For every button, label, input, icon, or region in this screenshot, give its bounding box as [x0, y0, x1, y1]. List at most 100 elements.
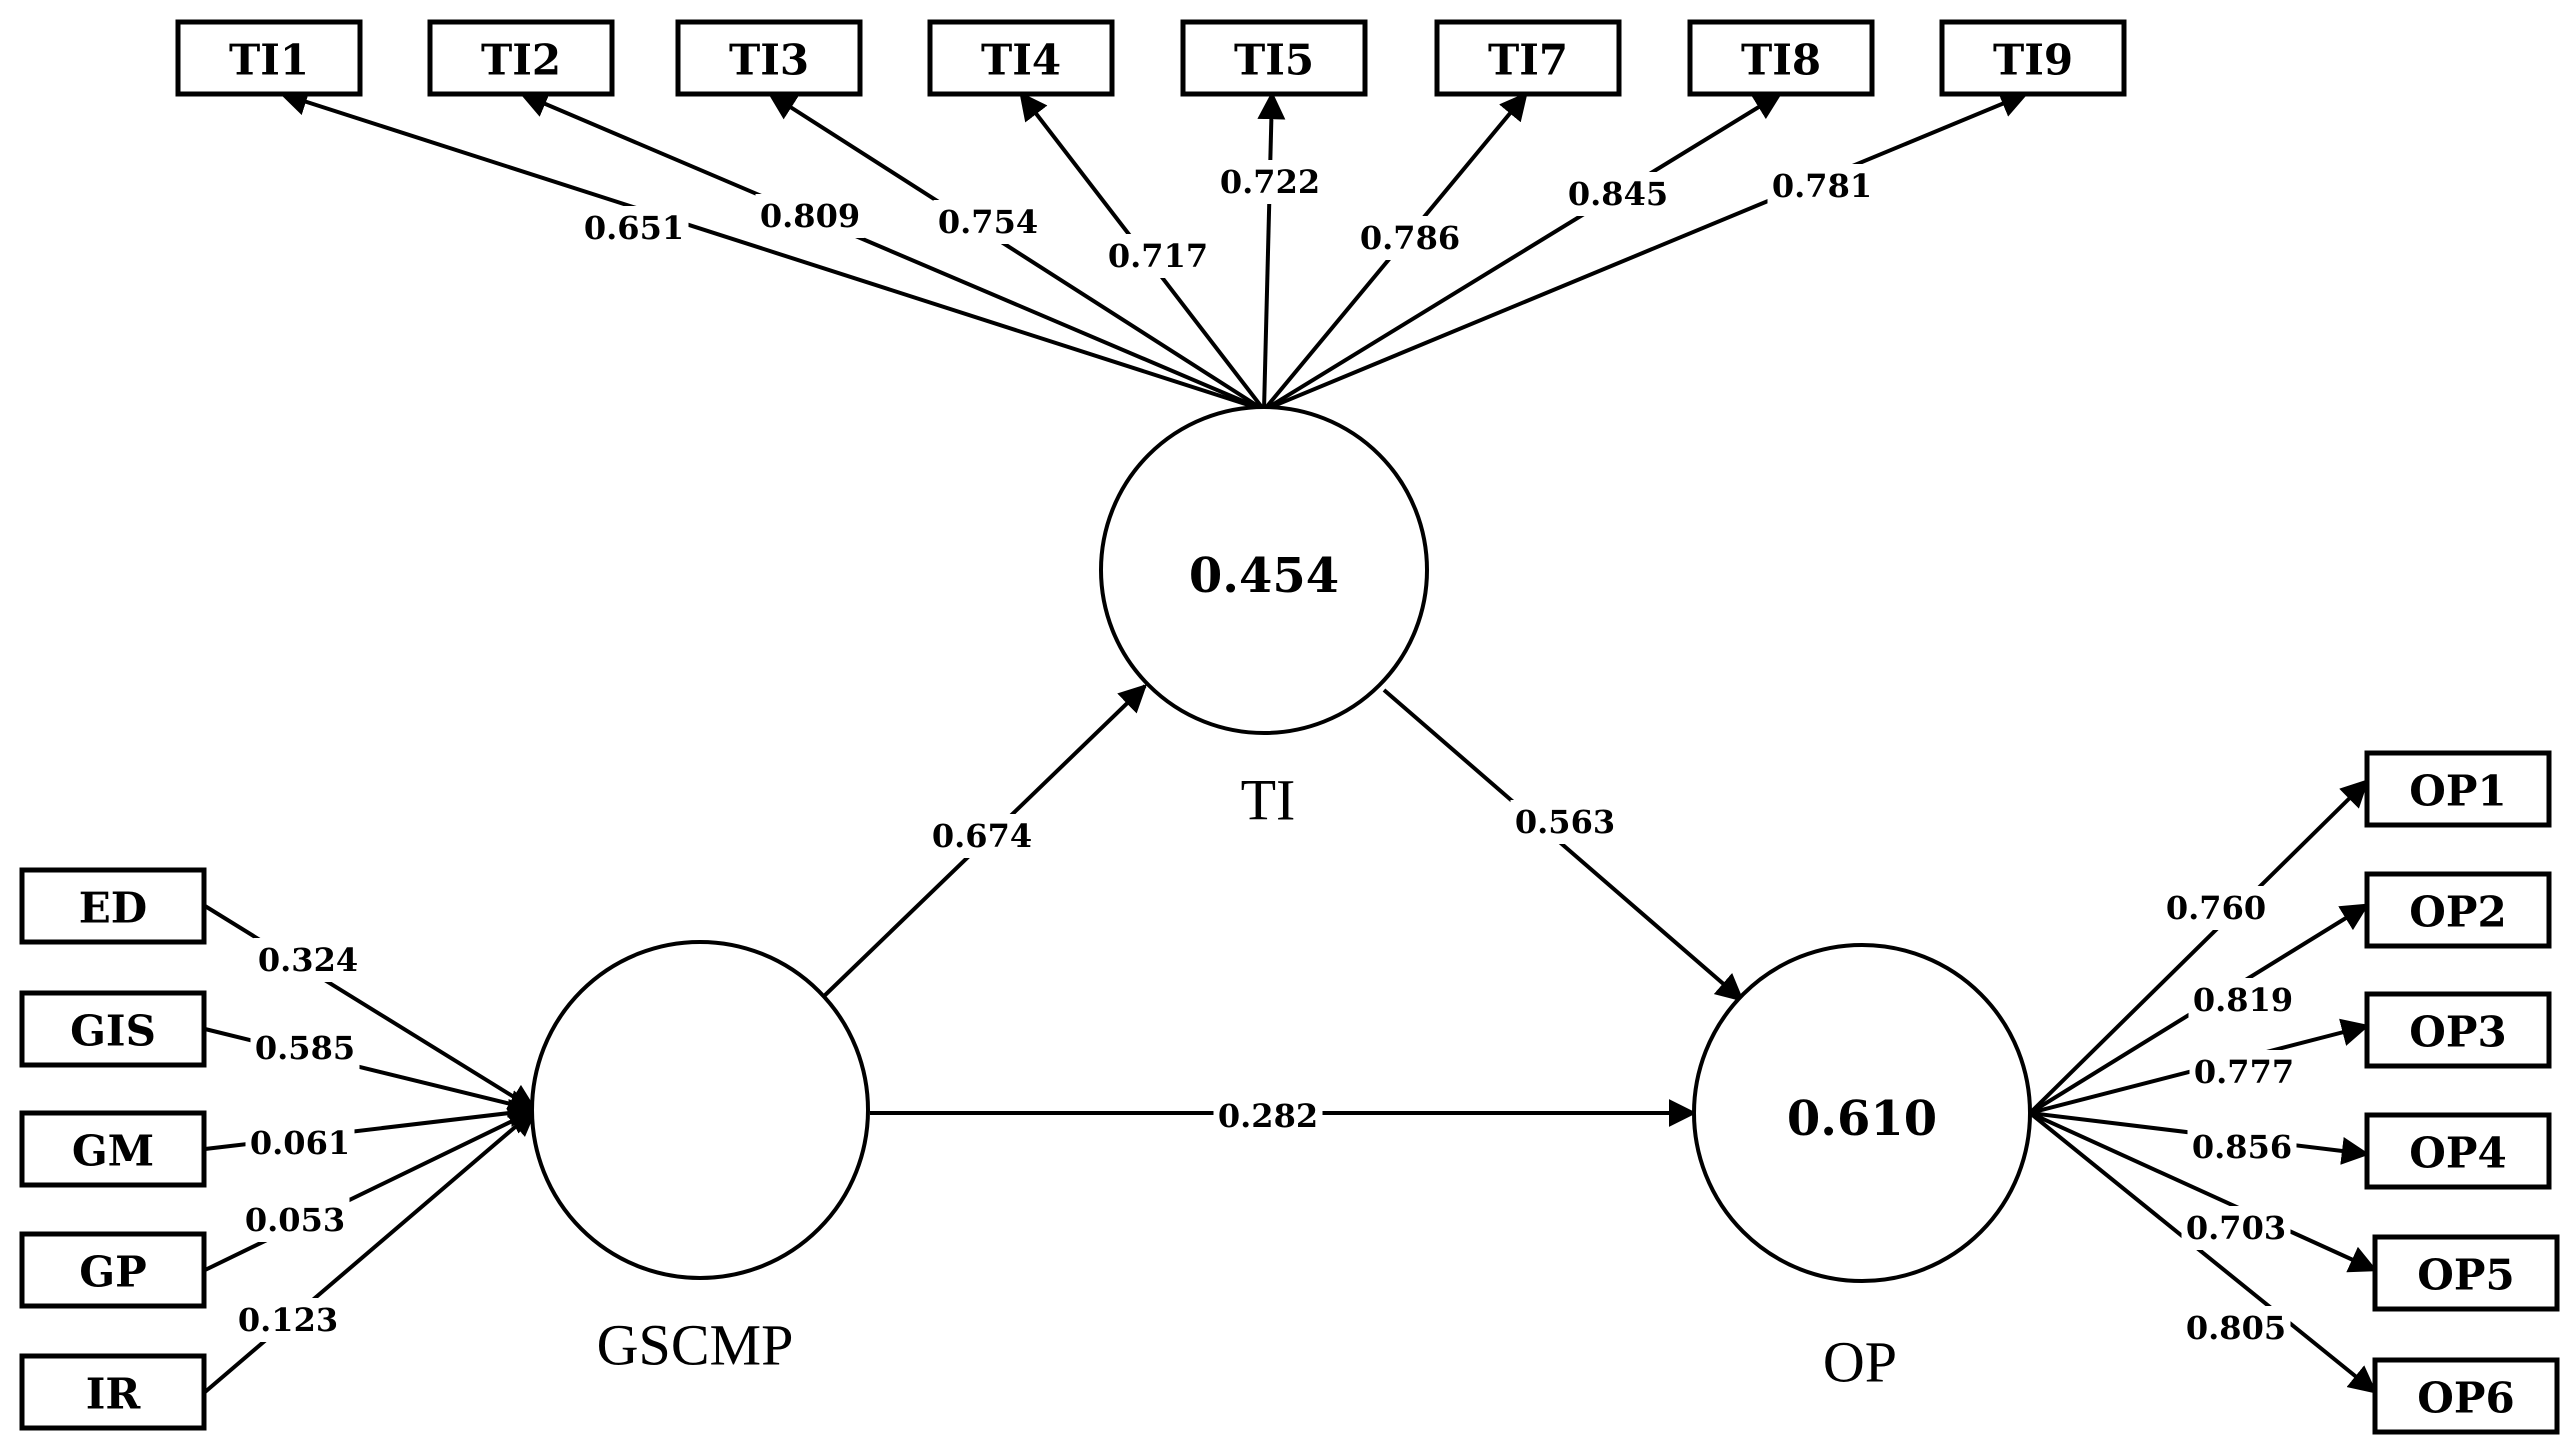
indicator-label-gis: GIS: [70, 1007, 156, 1056]
indicator-box-gp: [19, 1231, 207, 1309]
loading-ir-gscmp-value: 0.123: [238, 1301, 338, 1339]
path-ti-to-op-coefficient-bg: [1510, 800, 1620, 844]
construct-name-ti: TI: [1241, 768, 1296, 833]
loading-ti-ti8-arrow: [1262, 92, 1783, 412]
indicator-box-op4: [2364, 1112, 2552, 1190]
indicator-box-ti8: [1687, 19, 1875, 97]
indicator-box-op2: [2364, 871, 2552, 949]
loading-gm-gscmp-value: 0.061: [250, 1124, 350, 1162]
loading-ir-gscmp-arrow: [203, 1108, 538, 1394]
loading-ti-ti9-value: 0.781: [1772, 167, 1872, 205]
indicator-box-ti7: [1434, 19, 1622, 97]
loading-ti-ti5-arrow: [1257, 91, 1286, 411]
loading-op-op2-value: 0.819: [2193, 981, 2293, 1019]
indicator-ti3: TI3: [675, 19, 863, 97]
loading-op-op4-value-bg: [2187, 1125, 2297, 1169]
construct-r2-op: 0.610: [1787, 1091, 1937, 1147]
indicator-op4: OP4: [2364, 1112, 2552, 1190]
construct-name-op: OP: [1823, 1330, 1897, 1395]
indicator-box-gm: [19, 1110, 207, 1188]
loading-op-op1-value-bg: [2161, 886, 2271, 930]
indicator-box-gis: [19, 990, 207, 1068]
construct-circle-gscmp: [530, 940, 870, 1280]
indicator-label-ti3: TI3: [729, 36, 809, 85]
path-ti-to-op-coefficient: 0.563: [1515, 803, 1615, 841]
loading-ti-ti5-value-bg: [1215, 160, 1325, 204]
loading-ti-ti3-arrow: [767, 92, 1266, 412]
loading-ir-gscmp-value-bg: [233, 1298, 343, 1342]
loading-op-op4-value: 0.856: [2192, 1128, 2292, 1166]
indicator-box-ti9: [1939, 19, 2127, 97]
loading-op-op6-arrow: [2028, 1111, 2378, 1394]
indicator-op5: OP5: [2372, 1234, 2560, 1312]
indicator-ti9: TI9: [1939, 19, 2127, 97]
path-gscmp-to-ti-coefficient: 0.674: [932, 817, 1032, 855]
indicator-gp: GP: [19, 1231, 207, 1309]
indicator-gis: GIS: [19, 990, 207, 1068]
indicator-ti4: TI4: [927, 19, 1115, 97]
loading-ti-ti8-value-bg: [1563, 172, 1673, 216]
indicator-op2: OP2: [2364, 871, 2552, 949]
indicator-op3: OP3: [2364, 991, 2552, 1069]
loading-ti-ti1-arrow: [279, 88, 1265, 412]
loading-ed-gscmp-value: 0.324: [258, 941, 358, 979]
indicator-label-gp: GP: [79, 1248, 146, 1297]
indicator-label-ir: IR: [86, 1370, 142, 1419]
indicator-label-op5: OP5: [2417, 1251, 2514, 1300]
loading-op-op3-value-bg: [2189, 1050, 2299, 1094]
loading-ti-ti2-value-bg: [755, 194, 865, 238]
indicator-label-ti4: TI4: [981, 36, 1061, 85]
indicator-label-op4: OP4: [2409, 1129, 2506, 1178]
construct-circle-op: [1692, 943, 2032, 1283]
indicator-box-ti5: [1180, 19, 1368, 97]
indicator-box-ti2: [427, 19, 615, 97]
indicator-gm: GM: [19, 1110, 207, 1188]
indicator-box-ir: [19, 1353, 207, 1431]
loading-gis-gscmp-value-bg: [250, 1026, 360, 1070]
indicator-op6: OP6: [2372, 1357, 2560, 1435]
indicator-box-ti1: [175, 19, 363, 97]
loading-ti-ti7-value-bg: [1355, 216, 1465, 260]
construct-r2-ti: 0.454: [1189, 548, 1339, 604]
loading-gp-gscmp-arrow: [204, 1108, 538, 1272]
loading-ti-ti1-value-bg: [579, 206, 689, 250]
construct-circle-ti: [1099, 405, 1429, 735]
construct-name-gscmp: GSCMP: [597, 1313, 794, 1378]
loading-ed-gscmp-value-bg: [253, 938, 363, 982]
loading-ti-ti3-value: 0.754: [938, 203, 1038, 241]
loading-ti-ti5-value: 0.722: [1220, 163, 1320, 201]
loading-op-op6-value: 0.805: [2186, 1309, 2286, 1347]
indicator-ed: ED: [19, 867, 207, 945]
indicator-label-op2: OP2: [2409, 888, 2506, 937]
loading-ti-ti9-value-bg: [1767, 164, 1877, 208]
loading-ti-ti9-arrow: [1263, 90, 2029, 412]
path-gscmp-to-op-coefficient-bg: [1213, 1094, 1323, 1138]
indicator-box-op6: [2372, 1357, 2560, 1435]
loading-op-op5-arrow: [2029, 1111, 2378, 1273]
construct-gscmp: GSCMP: [530, 940, 870, 1378]
loading-ti-ti8-value: 0.845: [1568, 175, 1668, 213]
indicator-label-ti7: TI7: [1488, 36, 1568, 85]
indicator-label-ti2: TI2: [481, 36, 561, 85]
loading-ed-gscmp-arrow: [203, 904, 538, 1112]
path-ti-to-op-arrow: [1382, 688, 1745, 1002]
indicator-label-op3: OP3: [2409, 1008, 2506, 1057]
indicator-op1: OP1: [2364, 750, 2552, 828]
loading-op-op5-value-bg: [2181, 1206, 2291, 1250]
loading-op-op2-value-bg: [2188, 978, 2298, 1022]
indicator-box-ed: [19, 867, 207, 945]
loading-op-op6-value-bg: [2181, 1306, 2291, 1350]
loading-gm-gscmp-value-bg: [245, 1121, 355, 1165]
indicator-ti7: TI7: [1434, 19, 1622, 97]
loading-ti-ti3-value-bg: [933, 200, 1043, 244]
indicator-box-ti4: [927, 19, 1115, 97]
loading-ti-ti2-arrow: [519, 90, 1265, 412]
loading-op-op3-value: 0.777: [2194, 1053, 2294, 1091]
indicator-box-op1: [2364, 750, 2552, 828]
indicator-label-ti1: TI1: [229, 36, 309, 85]
